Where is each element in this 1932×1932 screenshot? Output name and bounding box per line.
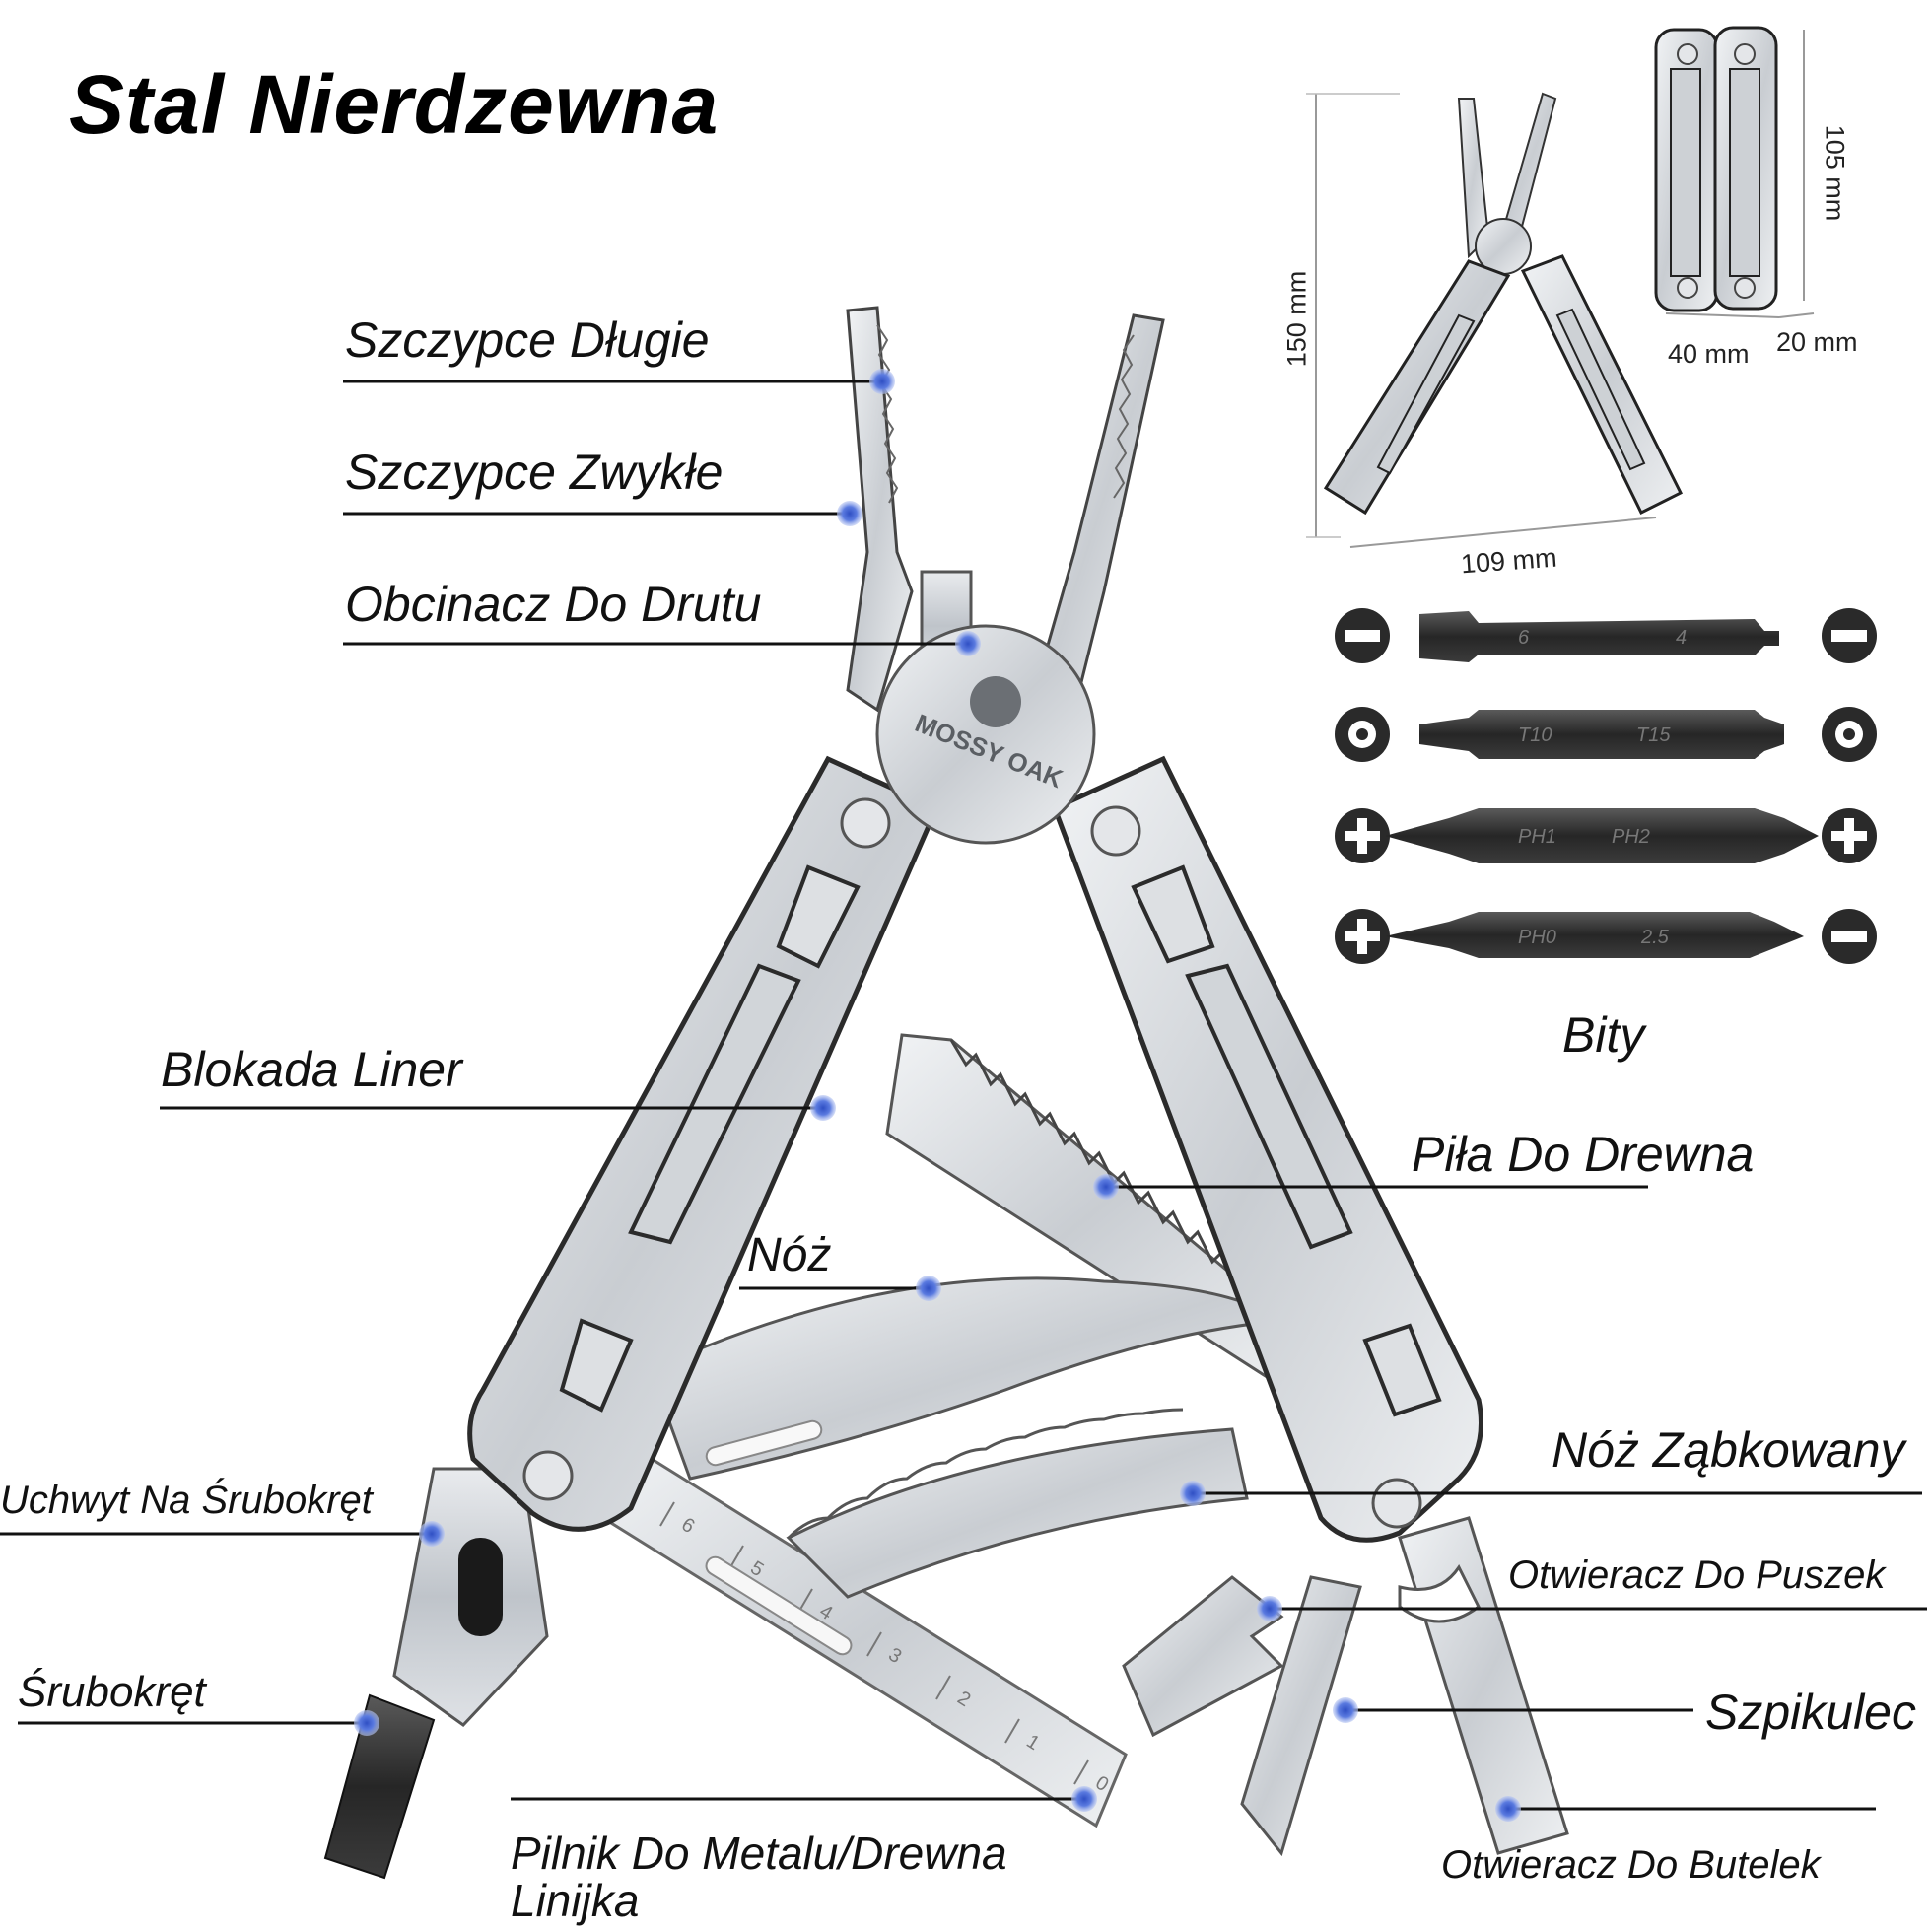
bit-3-left-label: PH1 [1518,826,1556,848]
bit-1-left-label: 6 [1518,627,1530,649]
left-handle-cutout-3 [559,1318,634,1413]
phillips-icon [1822,808,1877,863]
bit-2-left-label: T10 [1518,724,1552,746]
label-file: Pilnik Do Metalu/Drewna [511,1828,1007,1879]
dim-open-height: 150 mm [1281,270,1312,368]
label-liner-lock: Blokada Liner [161,1042,462,1097]
torx-icon [1822,707,1877,762]
label-screwdriver: Śrubokręt [18,1668,206,1716]
label-wood-saw: Piła Do Drewna [1412,1127,1755,1182]
bit-3-right-label: PH2 [1612,826,1650,848]
page-title: Stal Nierdzewna [69,58,720,151]
dim-closed-depth: 20 mm [1776,327,1858,357]
torx-icon [1335,707,1390,762]
dot-knife [916,1276,941,1301]
label-long-pliers: Szczypce Długie [345,312,710,368]
dot-regular-pliers [837,501,862,526]
right-handle-cutout-2 [1185,963,1353,1250]
dim-open-width: 109 mm [1460,542,1558,580]
left-handle-cutout-1 [776,864,861,969]
bit-row-3: PH1 PH2 [1335,808,1877,863]
bit-4-left-label: PH0 [1518,927,1556,948]
bit-row-1: 6 4 [1335,608,1877,663]
slot-icon [1335,608,1390,663]
bits-panel: 6 4 T10 T15 [1335,608,1877,964]
awl-tool [1240,1575,1362,1857]
dot-awl [1333,1697,1358,1723]
dimension-closed-tool [1654,26,1815,318]
left-handle-screw-top [840,797,891,849]
serrated-knife-blade [786,1427,1249,1599]
right-handle-screw-top [1090,805,1141,857]
ruler-slot [705,1555,853,1656]
label-can-opener: Otwieracz Do Puszek [1508,1553,1886,1597]
bit-row-4: PH0 2.5 [1335,909,1877,964]
phillips-icon [1335,808,1390,863]
right-handle-cutout-3 [1362,1323,1442,1417]
slot-icon [1822,608,1877,663]
label-ruler: Linijka [511,1875,640,1926]
screwdriver-bit [323,1693,436,1880]
plier-jaw-teeth-right [1113,334,1135,499]
serrated-edge [787,1408,1184,1540]
right-handle-cutout-1 [1131,864,1215,964]
label-awl: Szpikulec [1705,1685,1916,1740]
dimension-open-tool [1306,92,1684,548]
dot-wood-saw [1093,1174,1119,1200]
plier-jaw-left [846,306,914,713]
dot-bit-holder [419,1521,445,1547]
dot-screwdriver [354,1710,380,1736]
dot-can-opener [1257,1596,1282,1622]
dot-wire-cutter [955,631,981,656]
bit-1-right-label: 4 [1676,627,1687,649]
label-knife: Nóż [747,1229,832,1281]
label-wire-cutter: Obcinacz Do Drutu [345,577,762,632]
plier-jaw-teeth-left [876,324,899,504]
left-handle-cutout-2 [628,963,801,1245]
bit-row-2: T10 T15 [1335,707,1877,762]
dim-closed-width: 40 mm [1668,339,1750,369]
bit-2-right-label: T15 [1636,724,1671,746]
leader-lines [0,380,1927,1811]
can-opener-tool [1122,1575,1284,1738]
knife-slot [705,1419,823,1467]
slot-icon [1822,909,1877,964]
pivot-logo-disc [875,624,1096,845]
label-regular-pliers: Szczypce Zwykłe [345,445,724,500]
dot-long-pliers [869,369,895,394]
right-handle-screw-bottom [1371,1478,1422,1529]
pointer-dots [354,369,1521,1822]
phillips-icon [1335,909,1390,964]
dim-closed-height: 105 mm [1820,124,1850,222]
pivot-logo-tree-icon [970,676,1021,727]
label-bottle-opener: Otwieracz Do Butelek [1441,1843,1821,1887]
dot-serrated-knife [1180,1481,1206,1506]
dot-liner-lock [810,1095,836,1121]
label-bits: Bity [1562,1007,1645,1063]
label-serrated-knife: Nóż Ząbkowany [1552,1422,1905,1478]
dot-file [1071,1786,1097,1812]
bit-4-right-label: 2.5 [1640,927,1670,948]
dot-bottle-opener [1495,1796,1521,1822]
label-bit-holder: Uchwyt Na Śrubokręt [0,1479,373,1522]
main-tool: 0 1 2 3 4 5 6 [323,306,1569,1880]
bit-holder-slot [458,1538,503,1636]
left-handle-screw-bottom [522,1450,574,1501]
